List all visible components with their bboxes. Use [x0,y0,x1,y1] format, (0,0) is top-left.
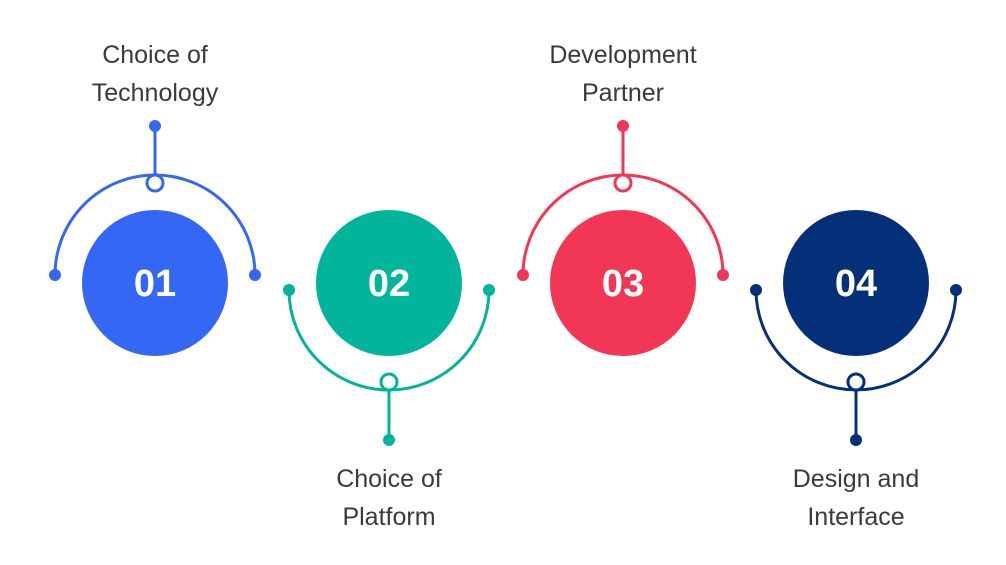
step-03-label: Development Partner [513,36,733,112]
step-01: 01 [49,120,261,356]
step-04-ring-node [846,372,866,392]
step-02-end-dot-bottom [383,434,395,446]
step-01-number: 01 [134,263,176,305]
step-01-ring-node [145,173,165,193]
step-01-label-line1: Choice of [102,41,208,69]
step-04-end-dot-bottom [850,434,862,446]
step-01-label-line2: Technology [91,79,219,107]
step-03-end-dot-top [617,120,629,132]
step-01-end-dot-right [249,269,261,281]
step-01-badge [82,210,228,356]
step-04-label-line2: Interface [807,503,905,531]
step-04-end-dot-left [750,284,762,296]
step-03-ring-node [613,173,633,193]
step-02-label: Choice of Platform [279,460,499,536]
step-04-label: Design and Interface [746,460,966,536]
step-02-label-line2: Platform [342,503,436,531]
step-03-label-line1: Development [549,41,697,69]
step-02-number: 02 [368,263,410,305]
step-01-label: Choice of Technology [45,36,265,112]
step-04-label-line1: Design and [792,465,920,493]
step-02-end-dot-left [283,284,295,296]
step-03-label-line2: Partner [582,79,664,107]
step-03-end-dot-right [717,269,729,281]
step-01-end-dot-left [49,269,61,281]
step-03-badge [550,210,696,356]
step-03: 03 [517,120,729,356]
step-04: 04 [750,210,962,446]
step-02-ring-node [379,372,399,392]
step-02-label-line1: Choice of [336,465,442,493]
step-01-end-dot-top [149,120,161,132]
step-03-end-dot-left [517,269,529,281]
step-02: 02 [283,210,495,446]
step-04-badge [783,210,929,356]
step-03-number: 03 [602,263,644,305]
step-04-number: 04 [835,263,877,305]
step-02-badge [316,210,462,356]
step-04-end-dot-right [950,284,962,296]
step-02-end-dot-right [483,284,495,296]
